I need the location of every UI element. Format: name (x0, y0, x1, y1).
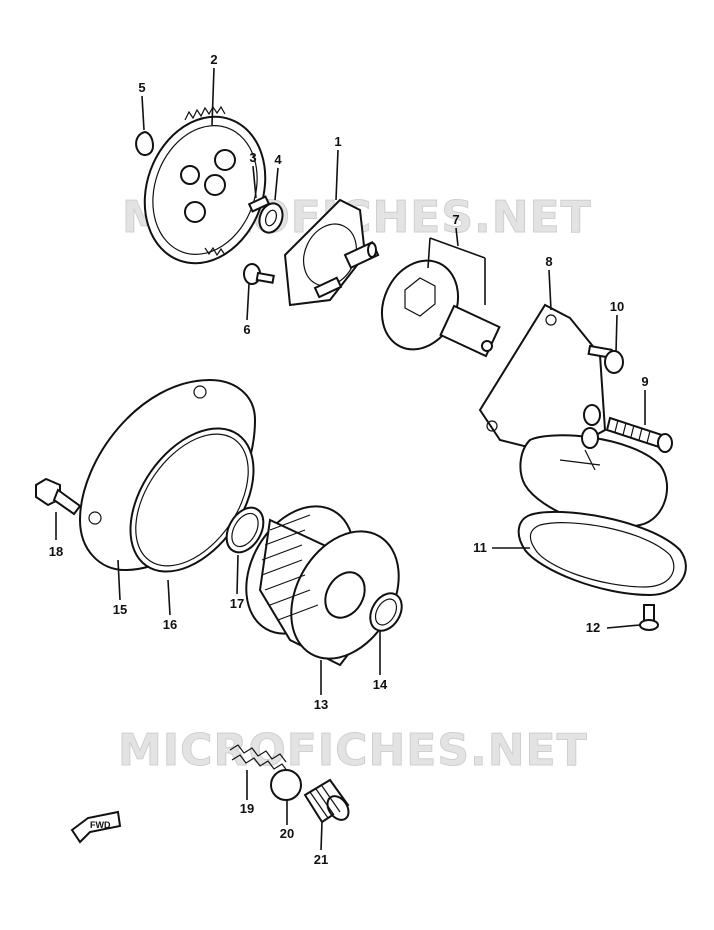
callout-labels: 2 5 3 4 1 6 7 8 10 9 11 12 13 14 15 16 1… (49, 52, 649, 867)
part-19-spring (229, 744, 289, 773)
fwd-arrow-icon: FWD (70, 810, 122, 844)
callout-14: 14 (373, 677, 388, 692)
callout-10: 10 (610, 299, 624, 314)
callout-12: 12 (586, 620, 600, 635)
part-17-o-ring (225, 506, 265, 554)
watermark-bottom: MICROFICHES.NET (118, 725, 588, 776)
part-7-rotor-set (381, 259, 501, 358)
callout-16: 16 (163, 617, 177, 632)
part-2-gear (143, 105, 267, 265)
callout-7: 7 (452, 212, 459, 227)
part-14-o-ring (369, 592, 403, 632)
part-3-pin (247, 195, 271, 213)
part-13-oil-filter (245, 505, 400, 667)
part-6-screw (243, 263, 275, 285)
callout-5: 5 (138, 80, 145, 95)
callout-6: 6 (243, 322, 250, 337)
callout-3: 3 (249, 150, 256, 165)
part-12-screw (639, 604, 659, 631)
part-9-bolt (605, 416, 673, 453)
callout-8: 8 (545, 254, 552, 269)
fwd-label: FWD (90, 820, 111, 830)
part-20-ball (270, 769, 302, 801)
callout-4: 4 (274, 152, 282, 167)
leader-lines (55, 67, 646, 851)
callout-15: 15 (113, 602, 127, 617)
part-21-plug (303, 778, 350, 824)
part-8-pump-cover (478, 303, 669, 529)
part-11-gasket (517, 510, 687, 597)
callout-18: 18 (49, 544, 63, 559)
callout-19: 19 (240, 801, 254, 816)
callout-20: 20 (280, 826, 294, 841)
callout-17: 17 (230, 596, 244, 611)
callout-9: 9 (641, 374, 648, 389)
part-4-washer (258, 202, 284, 234)
callout-2: 2 (210, 52, 217, 67)
part-5-clip (135, 130, 155, 156)
callout-21: 21 (314, 852, 328, 867)
part-1-pump-body (283, 198, 380, 307)
part-10-screw (587, 344, 624, 374)
callout-1: 1 (334, 134, 341, 149)
part-18-bolt (35, 477, 82, 516)
callout-13: 13 (314, 697, 328, 712)
callout-11: 11 (473, 540, 487, 555)
